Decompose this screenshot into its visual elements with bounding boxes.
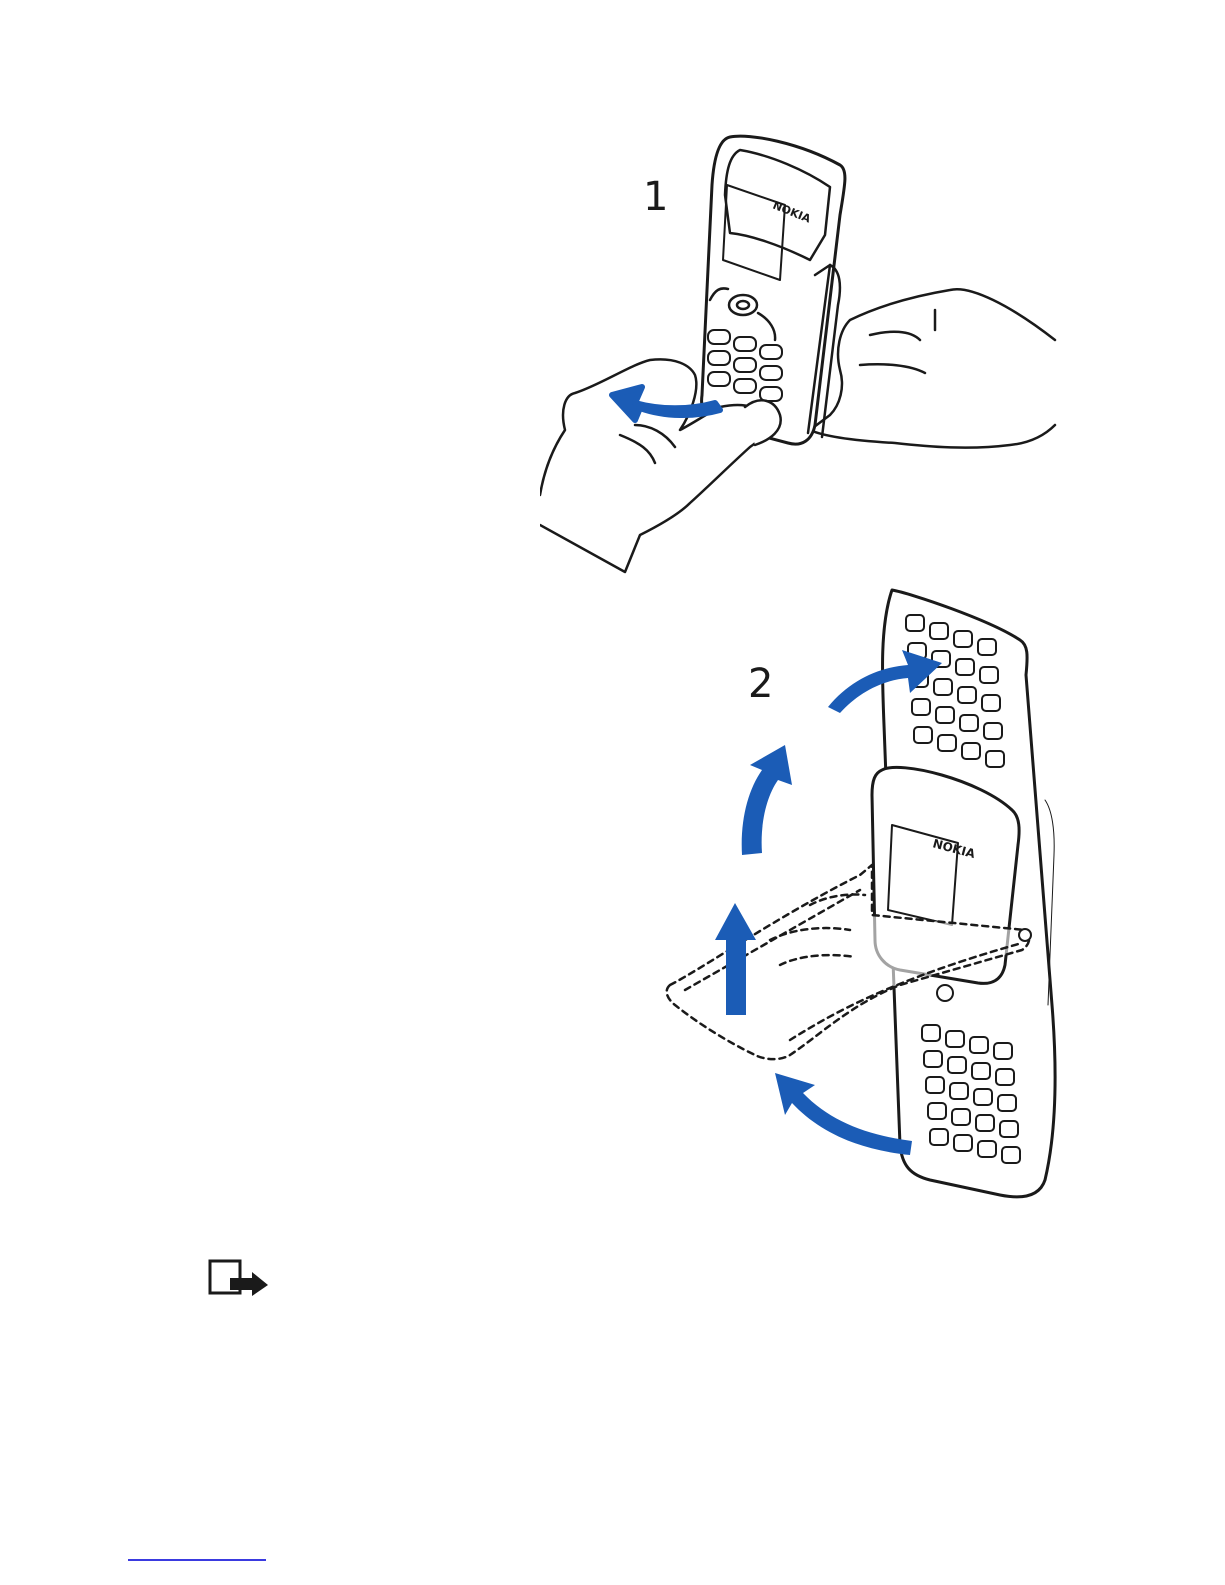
note-icon bbox=[208, 1258, 270, 1298]
footer-link-rule bbox=[128, 1559, 266, 1561]
step-number-1: 1 bbox=[643, 177, 668, 217]
figure-unfold-keyboard: NOKIA bbox=[660, 585, 1080, 1205]
figure-open-cover: NOKIA bbox=[540, 125, 1085, 585]
step-number-2: 2 bbox=[748, 664, 773, 704]
